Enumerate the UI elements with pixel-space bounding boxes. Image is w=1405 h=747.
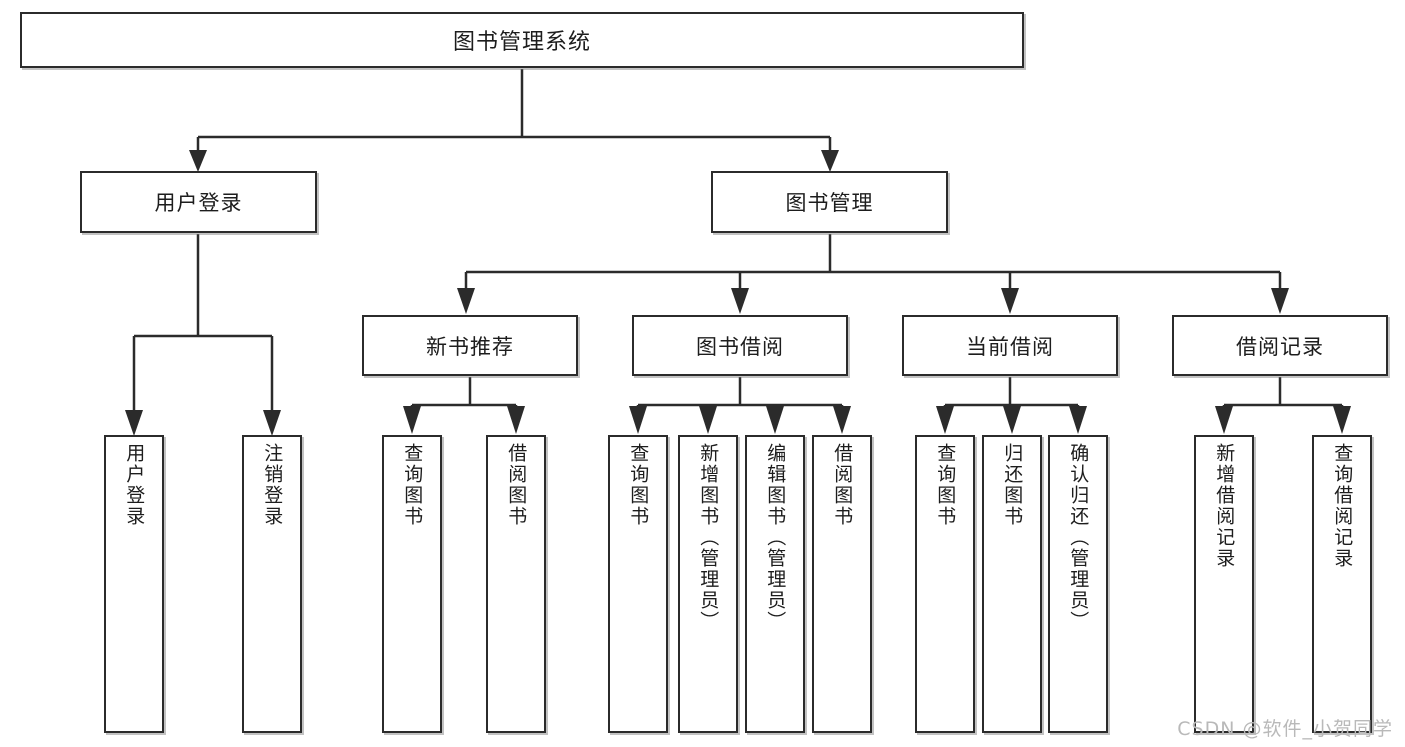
leaf-borrow-edit-book-admin[interactable]: 编辑图书（管理员）: [745, 435, 805, 733]
leaf-user-login-login[interactable]: 用户登录: [104, 435, 164, 733]
leaf-records-query-record[interactable]: 查询借阅记录: [1312, 435, 1372, 733]
node-book-management[interactable]: 图书管理: [711, 171, 948, 233]
node-current-borrow[interactable]: 当前借阅: [902, 315, 1118, 376]
leaf-records-add-record[interactable]: 新增借阅记录: [1194, 435, 1254, 733]
node-label: 图书管理系统: [452, 30, 591, 55]
leaf-borrow-query-book[interactable]: 查询图书: [608, 435, 668, 733]
leaf-recommend-query-book[interactable]: 查询图书: [382, 435, 442, 733]
node-label: 查询图书: [627, 443, 650, 527]
node-borrow-records[interactable]: 借阅记录: [1172, 315, 1388, 376]
node-label: 编辑图书（管理员）: [764, 443, 787, 632]
node-label: 查询图书: [401, 443, 424, 527]
node-label: 图书管理: [785, 191, 874, 215]
node-label: 用户登录: [154, 191, 243, 215]
node-label: 图书借阅: [696, 334, 784, 359]
leaf-current-confirm-return-admin[interactable]: 确认归还（管理员）: [1048, 435, 1108, 733]
node-label: 新书推荐: [426, 334, 514, 359]
leaf-current-return-book[interactable]: 归还图书: [982, 435, 1042, 733]
node-label: 借阅记录: [1236, 334, 1324, 359]
node-label: 用户登录: [123, 443, 146, 527]
node-book-borrow[interactable]: 图书借阅: [632, 315, 848, 376]
node-label: 确认归还（管理员）: [1067, 443, 1090, 632]
leaf-borrow-add-book-admin[interactable]: 新增图书（管理员）: [678, 435, 738, 733]
leaf-current-query-book[interactable]: 查询图书: [915, 435, 975, 733]
node-user-login[interactable]: 用户登录: [80, 171, 317, 233]
node-label: 当前借阅: [966, 334, 1054, 359]
node-label: 注销登录: [261, 443, 284, 527]
node-label: 借阅图书: [505, 443, 528, 527]
node-new-book-recommend[interactable]: 新书推荐: [362, 315, 578, 376]
leaf-recommend-borrow-book[interactable]: 借阅图书: [486, 435, 546, 733]
node-label: 新增图书（管理员）: [697, 443, 720, 632]
watermark: CSDN @软件_小贺同学: [1177, 718, 1393, 740]
node-label: 借阅图书: [831, 443, 854, 527]
leaf-borrow-borrow-book[interactable]: 借阅图书: [812, 435, 872, 733]
leaf-user-login-logout[interactable]: 注销登录: [242, 435, 302, 733]
node-label: 归还图书: [1001, 443, 1024, 527]
node-label: 新增借阅记录: [1213, 443, 1236, 569]
node-label: 查询借阅记录: [1331, 443, 1354, 569]
node-root-book-management-system[interactable]: 图书管理系统: [20, 12, 1024, 68]
node-label: 查询图书: [934, 443, 957, 527]
